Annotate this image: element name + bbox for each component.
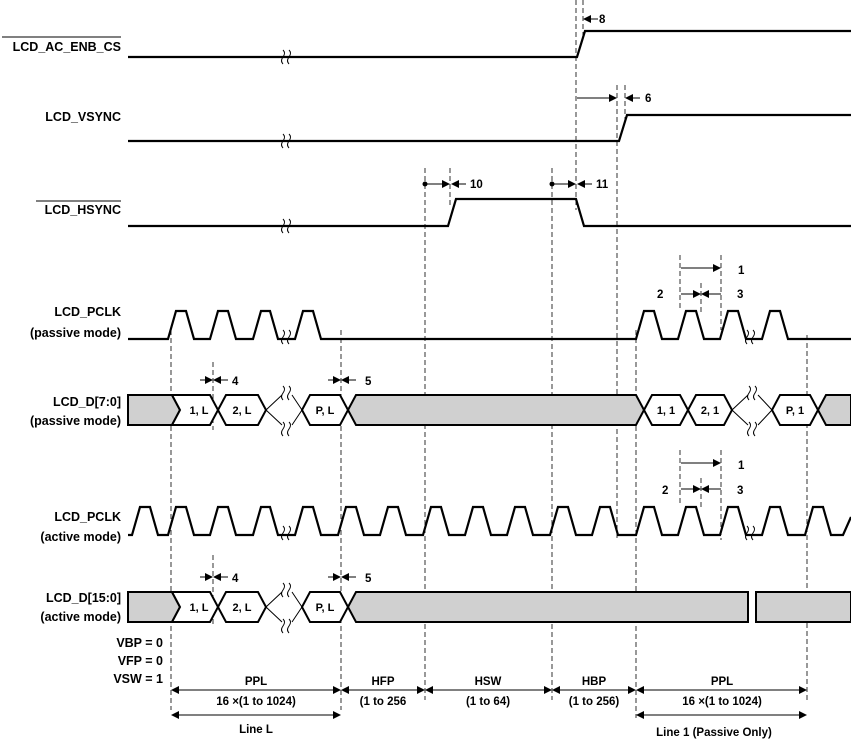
label-ac-enb-cs: LCD_AC_ENB_CS [13,40,121,54]
break-mark [745,329,755,345]
timing-5-active: 5 [365,573,372,585]
segment-hsw-range: (1 to 64) [466,696,510,708]
timing-4-passive: 4 [232,376,239,388]
waveform-pclk-passive [128,309,851,345]
timing-3-passive: 3 [737,289,743,301]
label-d-active-mode: (active mode) [40,610,121,624]
cell-1l-active [170,591,220,623]
label-pclk-active: LCD_PCLK [54,510,121,524]
waveform-vsync [128,113,851,149]
timing-3-active: 3 [737,485,743,497]
timing-4-active: 4 [232,573,239,585]
timing-5-passive: 5 [365,376,372,388]
cell-21-label: 2, 1 [701,405,719,417]
timing-1-passive: 1 [738,265,745,277]
break-mark [281,133,291,149]
timing-1-active: 1 [738,460,745,472]
break-mark [281,218,291,234]
label-vsw: VSW = 1 [113,672,163,686]
bus-d-passive: 1, L 2, L P, L 1, 1 2, 1 P, 1 [127,385,851,437]
segment-hbp: HBP [582,676,607,688]
timing-10: 10 [470,179,483,191]
segment-dimensions: PPL 16 ×(1 to 1024) HFP (1 to 256 HSW (1… [171,676,807,739]
waveform-ac-enb-cs [128,29,851,65]
waveform-hsync [128,197,851,234]
timing-2-active: 2 [662,485,668,497]
timing-11: 11 [596,179,609,191]
label-vfp: VFP = 0 [118,654,163,668]
timing-2-passive: 2 [657,289,663,301]
segment-ppl2: PPL [711,676,733,688]
cell-pl-label: P, L [316,405,335,417]
cell-1l-label: 1, L [190,405,209,417]
signal-labels: LCD_AC_ENB_CS LCD_VSYNC LCD_HSYNC LCD_PC… [2,36,163,686]
cell-2l-active-label: 2, L [233,602,252,614]
label-vsync: LCD_VSYNC [45,110,121,124]
segment-line-1: Line 1 (Passive Only) [656,727,772,739]
cell-2l-label: 2, L [233,405,252,417]
timing-8: 6 [645,93,651,105]
break-mark [281,525,291,541]
timing-annotations: 8 6 10 11 1 2 3 4 5 1 2 3 [200,14,745,585]
break-mark [281,49,291,65]
bus-d-active: 1, L 2, L P, L [127,582,851,634]
cell-pl-active-label: P, L [316,602,335,614]
label-pclk-passive: LCD_PCLK [54,305,121,319]
label-vbp: VBP = 0 [116,636,163,650]
break-mark [745,525,755,541]
label-d-passive: LCD_D[7:0] [53,395,121,409]
segment-hfp: HFP [372,676,395,688]
segment-ppl-range: 16 ×(1 to 1024) [216,696,296,708]
label-pclk-active-mode: (active mode) [40,530,121,544]
cell-1l-active-label: 1, L [190,602,209,614]
label-pclk-passive-mode: (passive mode) [30,326,121,340]
cell-p1-label: P, 1 [786,405,804,417]
cell-1l [170,394,220,426]
segment-hsw: HSW [475,676,502,688]
cell-11-label: 1, 1 [657,405,675,417]
label-hsync: LCD_HSYNC [45,203,121,217]
label-d-passive-mode: (passive mode) [30,414,121,428]
waveform-pclk-active [128,505,851,541]
break-mark [281,329,291,345]
segment-ppl: PPL [245,676,267,688]
segment-hbp-range: (1 to 256) [569,696,620,708]
segment-line-l: Line L [239,724,273,736]
segment-hfp-range: (1 to 256 [360,696,407,708]
reference-lines [170,0,808,718]
label-d-active: LCD_D[15:0] [46,591,121,605]
segment-ppl2-range: 16 ×(1 to 1024) [682,696,762,708]
timing-6: 8 [599,14,606,26]
